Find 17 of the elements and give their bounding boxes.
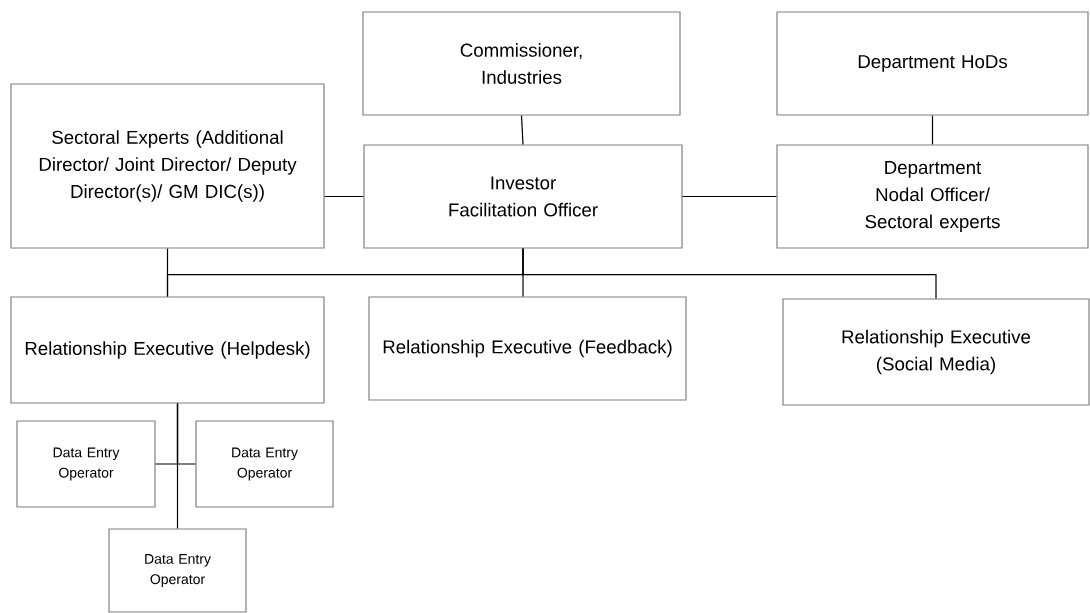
connector-line [931, 115, 934, 145]
connector-line [522, 248, 937, 299]
org-box: Relationship Executive (Social Media) [782, 298, 1090, 406]
org-box: Sectoral Experts (Additional Director/ Joint Director/ Deputy Director(s)/ GM DIC(s)) [10, 83, 325, 249]
org-box: Data Entry Operator [16, 420, 156, 508]
org-box: Data Entry Operator [195, 420, 334, 508]
org-box: Investor Facilitation Officer [363, 144, 683, 249]
org-box: Commissioner, Industries [362, 11, 681, 116]
connector-line [324, 195, 364, 198]
org-box: Department HoDs [776, 11, 1089, 116]
org-box: Relationship Executive (Feedback) [368, 296, 687, 401]
org-box: Relationship Executive (Helpdesk) [10, 296, 325, 404]
connector-line [176, 403, 179, 529]
org-box: Data Entry Operator [108, 528, 247, 613]
connector-line [682, 195, 777, 198]
connector-line [520, 115, 524, 145]
org-box: Department Nodal Officer/ Sectoral experts [776, 144, 1089, 249]
